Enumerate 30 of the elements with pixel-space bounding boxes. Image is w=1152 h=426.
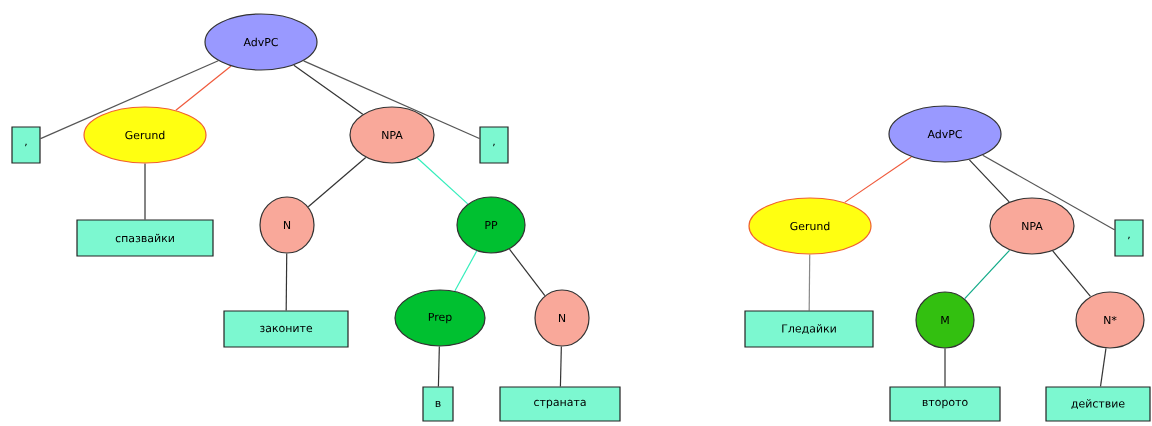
tree-branch [175,65,232,111]
tree-branch [968,159,1010,203]
tree-branch [454,250,478,292]
tree-branch [944,348,946,387]
word-box: законите [223,310,349,348]
tree-branch [437,346,440,387]
tree-branch [559,346,562,387]
tree-branch [307,156,367,208]
tree-branch [844,156,912,203]
tree-branch [144,163,146,220]
tree-branch [1099,347,1107,387]
tree-branch [303,60,480,140]
word-box: действие [1045,386,1151,422]
word-box: в [422,386,454,422]
word-box: , [479,126,509,164]
word-box: спазвайки [76,219,214,257]
word-box: , [1114,219,1144,257]
tree-branch [982,154,1115,231]
word-box: Гледайки [744,310,874,348]
tree-branch [293,64,364,115]
tree-branch [285,253,288,311]
tree-branch [1052,250,1092,298]
word-box: страната [499,386,621,422]
tree-branch [808,254,811,311]
tree-branch [508,248,546,297]
word-box: , [11,126,41,164]
tree-branch [416,157,469,205]
tree-branch [964,249,1011,300]
word-box: второто [889,386,1001,422]
tree-branch [40,60,219,140]
